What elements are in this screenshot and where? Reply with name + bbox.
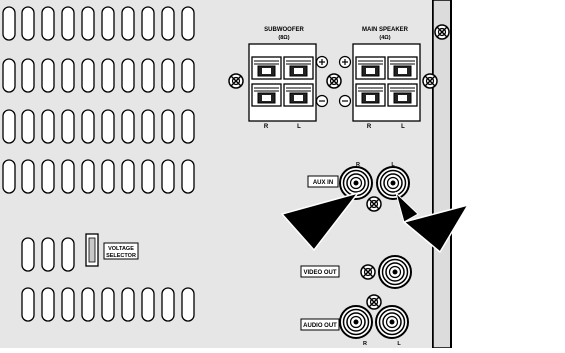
screw-icon [434, 24, 450, 40]
subwoofer-l-label: L [297, 124, 301, 130]
screw-icon [422, 73, 438, 89]
audio-out-label: AUDIO OUT [300, 318, 340, 331]
subwoofer-r-label: R [264, 124, 269, 130]
voltage-selector[interactable] [85, 233, 99, 267]
svg-text:AUDIO OUT: AUDIO OUT [303, 323, 337, 329]
screw-icon [366, 196, 382, 212]
video-out-jack[interactable] [378, 255, 412, 289]
screw-icon [228, 73, 244, 89]
main-speaker-impedance: (4Ω) [379, 35, 390, 41]
main-speaker-terminal-block[interactable] [352, 43, 421, 122]
svg-text:SELECTOR: SELECTOR [106, 253, 136, 259]
aux-in-l-jack[interactable] [376, 166, 410, 200]
screw-icon [366, 294, 382, 310]
audio-out-l-jack[interactable] [375, 305, 409, 339]
aux-in-label: AUX IN [307, 175, 339, 188]
arrow-pointer-icon [402, 203, 470, 254]
main-speaker-r-label: R [367, 124, 372, 130]
svg-text:AUX IN: AUX IN [313, 180, 333, 186]
screw-icon [326, 73, 342, 89]
subwoofer-terminal-block[interactable] [248, 43, 317, 122]
screw-icon [360, 264, 376, 280]
main-speaker-title: MAIN SPEAKER [362, 27, 409, 33]
audio-r-label: R [363, 341, 367, 347]
panel-side-strip [432, 0, 452, 349]
main-speaker-l-label: L [401, 124, 405, 130]
aux-l-label: L [391, 162, 395, 168]
subwoofer-impedance: (8Ω) [278, 35, 289, 41]
voltage-selector-label: VOLTAGE SELECTOR [103, 242, 139, 260]
svg-text:VOLTAGE: VOLTAGE [108, 246, 134, 252]
audio-out-r-jack[interactable] [339, 305, 373, 339]
svg-text:VIDEO OUT: VIDEO OUT [303, 270, 336, 276]
aux-r-label: R [356, 162, 360, 168]
audio-l-label: L [397, 341, 401, 347]
arrow-pointer-icon-tip [395, 191, 419, 223]
subwoofer-title: SUBWOOFER [264, 27, 304, 33]
arrow-pointer-icon [280, 191, 360, 252]
video-out-label: VIDEO OUT [300, 265, 340, 278]
